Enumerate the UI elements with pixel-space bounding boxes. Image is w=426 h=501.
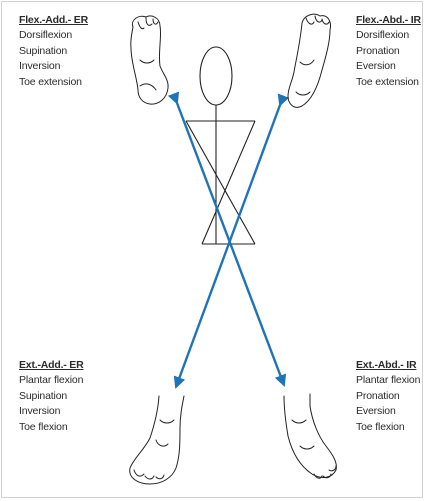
foot-dorsiflexion-inversion-icon — [131, 16, 168, 104]
body-left-line — [186, 121, 255, 244]
arrow-flex-abd-to-ext-add — [176, 105, 280, 387]
head-outline — [200, 47, 232, 105]
foot-dorsiflexion-eversion-icon — [288, 14, 331, 107]
diagonal-arrows — [176, 103, 284, 387]
body-right-line — [202, 121, 255, 244]
foot-plantarflexion-inversion-icon — [130, 396, 184, 484]
foot-plantarflexion-eversion-icon — [284, 394, 336, 478]
